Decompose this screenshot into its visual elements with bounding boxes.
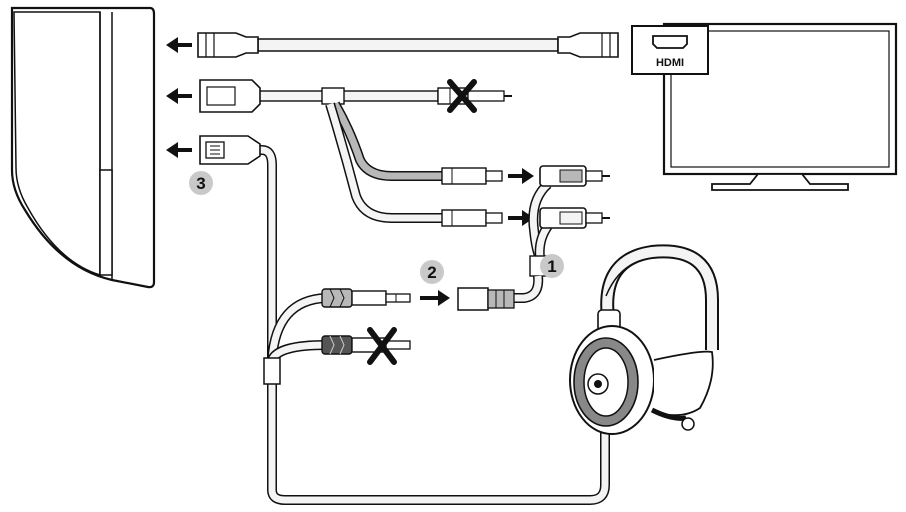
arrow-left-icon [166, 142, 192, 158]
game-console [10, 6, 156, 289]
hdmi-port-box: HDMI [631, 25, 709, 75]
av-cable [199, 79, 512, 227]
hdmi-cable [197, 32, 619, 58]
arrow-left-icon [166, 88, 192, 104]
step-badge-2: 2 [420, 260, 444, 284]
arrow-right-icon [420, 290, 450, 306]
arrow-right-icon [508, 210, 534, 226]
headset [569, 244, 719, 435]
x-mark-icon [367, 327, 397, 365]
step-badge-3: 3 [189, 171, 213, 195]
hdmi-port-label: HDMI [656, 57, 684, 69]
step-number: 2 [427, 263, 436, 282]
x-mark-icon [447, 79, 477, 113]
usb-cable [199, 135, 610, 505]
step-number: 1 [547, 257, 556, 276]
rca-adapter [457, 165, 610, 311]
audio-splitter-cable [263, 288, 411, 385]
arrow-left-icon [166, 37, 192, 53]
arrow-right-icon [508, 168, 534, 184]
step-badge-1: 1 [540, 254, 564, 278]
step-number: 3 [196, 174, 205, 193]
